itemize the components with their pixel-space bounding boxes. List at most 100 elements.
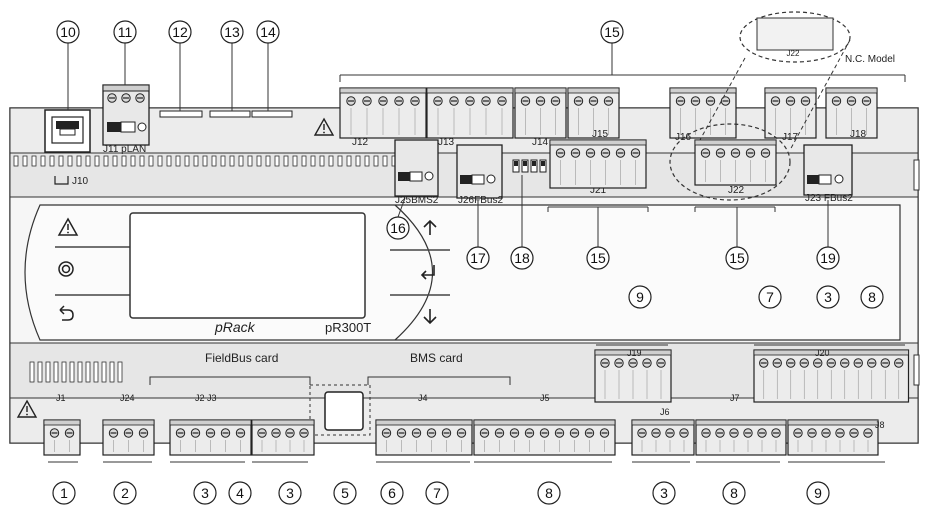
j6-label: J6 — [660, 407, 670, 417]
esc-icon[interactable] — [59, 305, 74, 321]
nc-model-inset — [699, 11, 851, 151]
callout-10: 10 — [56, 20, 80, 44]
j25-label: J25BMS2 — [395, 195, 439, 206]
callout-text: 15 — [604, 24, 620, 40]
callout-3: 3 — [278, 481, 302, 505]
callout-7: 7 — [425, 481, 449, 505]
callout-text: 5 — [341, 485, 349, 501]
terminal-j2 — [169, 419, 252, 456]
callout-11: 11 — [113, 20, 137, 44]
prg-icon[interactable] — [58, 261, 74, 277]
callout-6: 6 — [380, 481, 404, 505]
terminal-j14 — [514, 87, 567, 139]
terminal-j16 — [669, 87, 737, 139]
terminal-j7 — [695, 419, 787, 456]
callout-text: 14 — [260, 24, 276, 40]
callout-12: 12 — [168, 20, 192, 44]
terminal-j21 — [549, 139, 647, 189]
callout-text: 13 — [224, 24, 240, 40]
terminal-j20 — [753, 349, 910, 403]
nc-model-label: N.C. Model — [845, 54, 895, 65]
j25-bms2-connector — [394, 139, 439, 197]
callout-15: 15 — [725, 246, 749, 270]
callout-text: 3 — [660, 485, 668, 501]
terminal-j8 — [787, 419, 879, 456]
terminal-j4 — [375, 419, 473, 456]
fieldbus-card-label: FieldBus card — [205, 351, 278, 365]
j10-label: J10 — [72, 176, 89, 187]
up-arrow-icon[interactable] — [423, 219, 437, 235]
j2j3-label: J2 J3 — [195, 393, 217, 403]
dip-switches[interactable] — [512, 159, 547, 173]
callout-19: 19 — [816, 246, 840, 270]
j21-label: J21 — [590, 185, 607, 196]
callout-brackets — [48, 43, 906, 463]
callout-text: 12 — [172, 24, 188, 40]
j22-highlight — [669, 123, 791, 201]
j26-label: J26FBus2 — [458, 195, 503, 206]
down-arrow-icon[interactable] — [423, 309, 437, 325]
callout-text: 3 — [286, 485, 294, 501]
terminal-j13 — [426, 87, 514, 139]
j1-label: J1 — [56, 393, 66, 403]
bms-card-slot — [324, 391, 364, 431]
warning-icon — [313, 117, 335, 136]
terminal-j3 — [251, 419, 315, 456]
slot-14 — [251, 110, 293, 118]
terminal-j1 — [43, 419, 81, 456]
callout-15: 15 — [600, 20, 624, 44]
plan-port-icon — [54, 176, 69, 185]
callout-1: 1 — [52, 481, 76, 505]
j23-label: J23 FBus2 — [805, 193, 853, 204]
callout-text: 15 — [590, 250, 606, 266]
j23-fbus2-connector — [803, 144, 853, 196]
j24-label: J24 — [120, 393, 135, 403]
j17-label: J17 — [782, 132, 799, 143]
warning-icon[interactable] — [57, 217, 79, 236]
callout-2: 2 — [113, 481, 137, 505]
j22-top-label: J22 — [787, 49, 800, 58]
terminal-j5 — [473, 419, 616, 456]
callout-text: 17 — [470, 250, 486, 266]
terminal-j22 — [694, 139, 777, 186]
bottom-io-connectors — [43, 349, 910, 456]
vent-slots-top — [13, 155, 406, 167]
callout-text: 7 — [433, 485, 441, 501]
j22-label: J22 — [728, 185, 745, 196]
callout-text: 4 — [236, 485, 244, 501]
j11-label: J11 pLAN — [103, 144, 146, 155]
top-relay-connectors — [107, 23, 878, 162]
callout-15: 15 — [586, 246, 610, 270]
callout-17: 17 — [466, 246, 490, 270]
terminal-j18 — [825, 87, 878, 139]
callout-text: 11 — [118, 24, 133, 40]
callout-8: 8 — [860, 285, 884, 309]
callout-text: 16 — [390, 220, 406, 236]
rj-connector-j10 — [44, 109, 91, 153]
j5-label: J5 — [540, 393, 550, 403]
callout-text: 8 — [868, 289, 876, 305]
bms-card-label: BMS card — [410, 351, 463, 365]
lcd-display — [129, 212, 366, 319]
j26-fbus2-connector — [456, 144, 503, 199]
j15-label: J15 — [592, 129, 609, 140]
terminal-j12 — [339, 87, 427, 139]
slot-13 — [209, 110, 251, 118]
terminal-j24 — [102, 419, 155, 456]
enter-icon[interactable] — [420, 265, 435, 280]
callout-9: 9 — [628, 285, 652, 309]
callout-text: 15 — [729, 250, 745, 266]
j20-label: J20 — [815, 348, 830, 358]
j8-label: J8 — [875, 420, 885, 430]
callout-18: 18 — [510, 246, 534, 270]
callout-13: 13 — [220, 20, 244, 44]
callout-3: 3 — [652, 481, 676, 505]
callout-9: 9 — [806, 481, 830, 505]
callout-text: 18 — [514, 250, 530, 266]
callout-14: 14 — [256, 20, 280, 44]
j4-label: J4 — [418, 393, 428, 403]
callout-text: 8 — [545, 485, 553, 501]
callout-text: 10 — [60, 24, 76, 40]
